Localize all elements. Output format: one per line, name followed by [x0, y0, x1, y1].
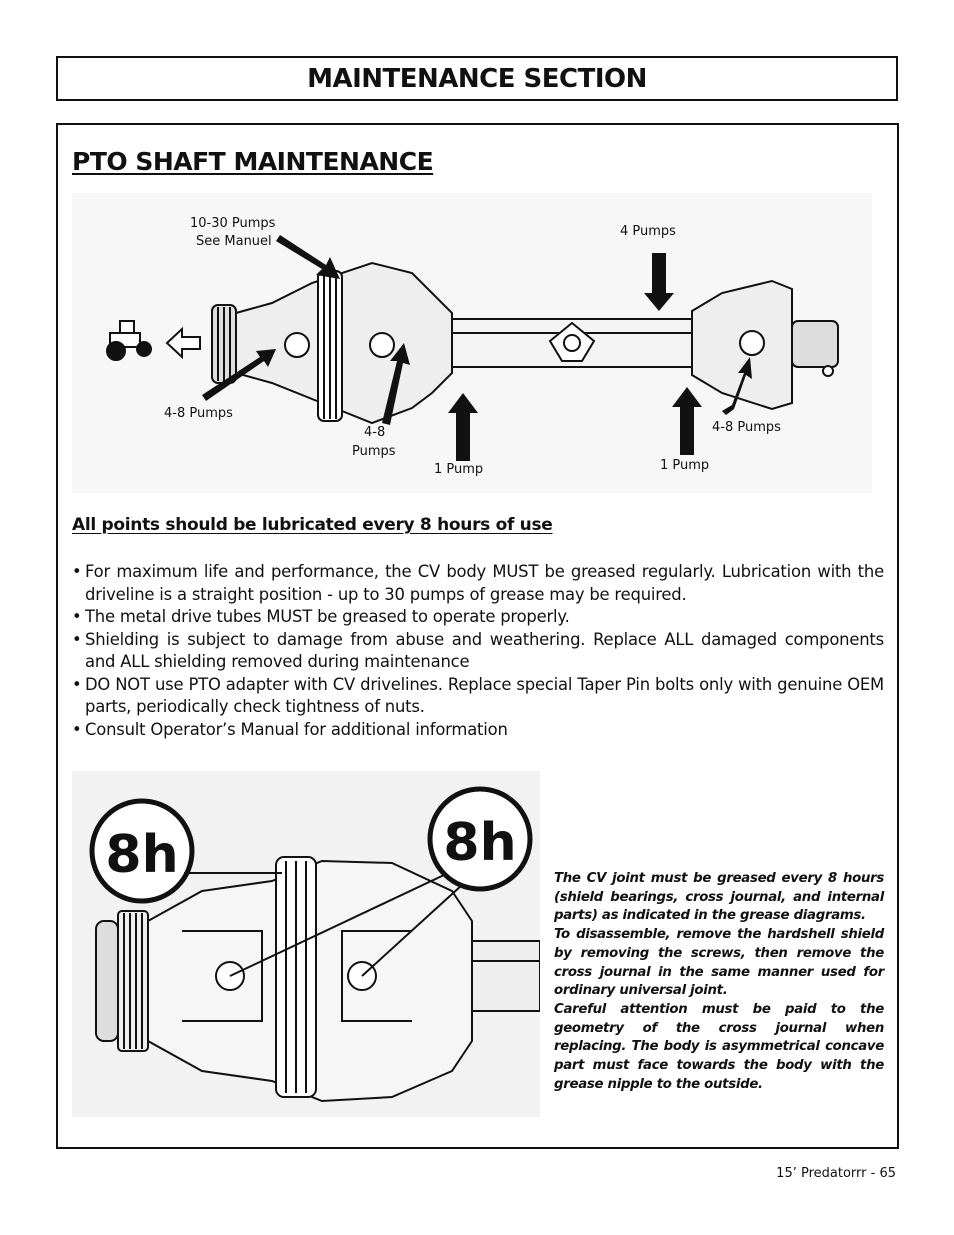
cv-joint-grease-diagram: 8h 8h: [72, 771, 540, 1117]
lubrication-heading: All points should be lubricated every 8 …: [72, 515, 553, 535]
content-frame: PTO SHAFT MAINTENANCE: [56, 123, 899, 1149]
cv-note-paragraph-2: To disassemble, remove the hardshell shi…: [554, 927, 884, 999]
cv-joint-illustration: 8h 8h: [89, 786, 540, 1103]
badge-8h-left: 8h: [89, 798, 195, 904]
bullet-item: For maximum life and performance, the CV…: [72, 561, 884, 606]
bullet-item: DO NOT use PTO adapter with CV driveline…: [72, 674, 884, 719]
page-footer: 15’ Predatorrr - 65: [776, 1166, 896, 1181]
label-pumps-mid: Pumps: [352, 444, 396, 459]
pto-shaft-illustration: 10-30 Pumps See Manuel 4 Pumps 4-8 Pumps…: [106, 216, 839, 477]
label-4-8-pumps-right: 4-8 Pumps: [712, 420, 781, 435]
label-1-pump-left: 1 Pump: [434, 462, 483, 477]
tractor-icon: [106, 320, 152, 361]
cv-note-paragraph-3: Careful attention must be paid to the ge…: [554, 1001, 884, 1092]
label-4-pumps: 4 Pumps: [620, 224, 676, 239]
bullet-item: Shielding is subject to damage from abus…: [72, 629, 884, 674]
cv-note-paragraph-1: The CV joint must be greased every 8 hou…: [554, 871, 884, 924]
bullet-item: The metal drive tubes MUST be greased to…: [72, 606, 884, 629]
section-header: MAINTENANCE SECTION: [56, 56, 898, 101]
label-see-manuel: See Manuel: [196, 234, 272, 249]
pto-shaft-grease-diagram: 10-30 Pumps See Manuel 4 Pumps 4-8 Pumps…: [72, 193, 872, 493]
svg-text:8h: 8h: [443, 813, 516, 873]
maintenance-bullet-list: For maximum life and performance, the CV…: [72, 561, 884, 741]
label-4-8-pumps-left: 4-8 Pumps: [164, 406, 233, 421]
label-10-30-pumps: 10-30 Pumps: [190, 216, 276, 231]
svg-text:8h: 8h: [105, 825, 178, 885]
cv-joint-note: The CV joint must be greased every 8 hou…: [554, 870, 884, 1094]
page-title: PTO SHAFT MAINTENANCE: [72, 147, 434, 176]
section-title: MAINTENANCE SECTION: [307, 63, 647, 94]
label-1-pump-right: 1 Pump: [660, 458, 709, 473]
direction-arrow-icon: [165, 326, 201, 360]
label-4-8-mid: 4-8: [364, 425, 385, 440]
badge-8h-right: 8h: [427, 786, 533, 892]
bullet-item: Consult Operator’s Manual for additional…: [72, 719, 884, 742]
